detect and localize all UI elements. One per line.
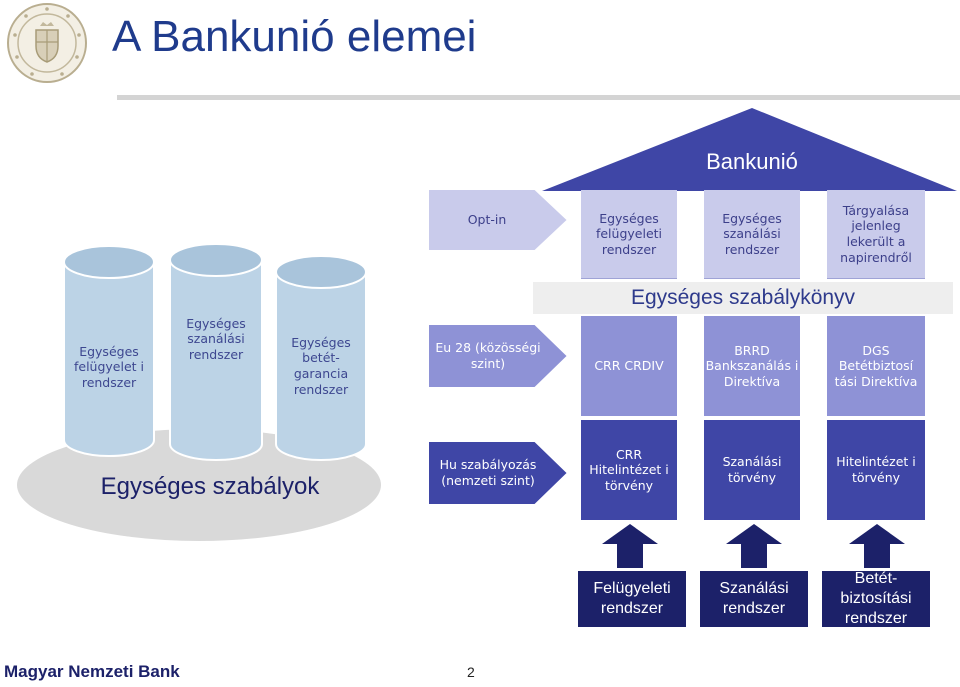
optin-cell-resolution: Egységes szanálási rendszer <box>704 190 800 279</box>
bottom-box-deposit: Betét-biztosítási rendszer <box>822 570 930 627</box>
up-arrow-icon <box>726 524 782 568</box>
eu-cell-brrd: BRRD Bankszanálás i Direktíva <box>704 316 800 416</box>
row-label-hu: Hu szabályozás (nemzeti szint) <box>439 457 537 488</box>
optin-cell-deposit: Tárgyalása jelenleg lekerült a napirendr… <box>827 190 925 279</box>
pillar-label-3: Egységes betét-garancia rendszer <box>291 334 351 397</box>
pillar-label-2: Egységes szanálási rendszer <box>186 315 246 362</box>
roof-shape <box>542 108 957 191</box>
hu-cell-credit: Hitelintézet i törvény <box>827 420 925 520</box>
pillar-cylinder-2 <box>169 243 263 461</box>
bottom-box-resolution: Szanálási rendszer <box>700 571 808 627</box>
title-divider <box>117 95 960 100</box>
up-arrow-icon <box>849 524 905 568</box>
row-label-eu: Eu 28 (közösségi szint) <box>435 340 541 371</box>
pillar-cylinder-1 <box>63 245 155 457</box>
hu-cell-resolution: Szanálási törvény <box>704 420 800 520</box>
eu-cell-crr: CRR CRDIV <box>581 316 677 416</box>
hu-cell-crr: CRR Hitelintézet i törvény <box>581 420 677 520</box>
footer-organization: Magyar Nemzeti Bank <box>4 662 180 681</box>
pillar-label-1: Egységes felügyelet i rendszer <box>73 343 145 390</box>
optin-cell-supervision: Egységes felügyeleti rendszer <box>581 190 677 279</box>
up-arrow-icon <box>602 524 658 568</box>
rulebook-band: Egységes szabálykönyv <box>533 282 953 314</box>
pillar-cylinder-3 <box>275 255 367 461</box>
roof-label: Bankunió <box>706 149 798 175</box>
mnb-seal-icon <box>7 3 87 83</box>
base-label: Egységes szabályok <box>100 473 320 500</box>
row-label-optin: Opt-in <box>467 212 507 228</box>
row-arrow-eu <box>427 323 570 389</box>
row-arrow-optin <box>427 188 570 252</box>
page-number: 2 <box>467 664 475 680</box>
row-arrow-hu <box>427 440 570 506</box>
bottom-box-supervision: Felügyeleti rendszer <box>578 571 686 627</box>
eu-cell-dgs: DGS Betétbiztosí tási Direktíva <box>827 316 925 416</box>
page-title: A Bankunió elemei <box>112 12 477 61</box>
